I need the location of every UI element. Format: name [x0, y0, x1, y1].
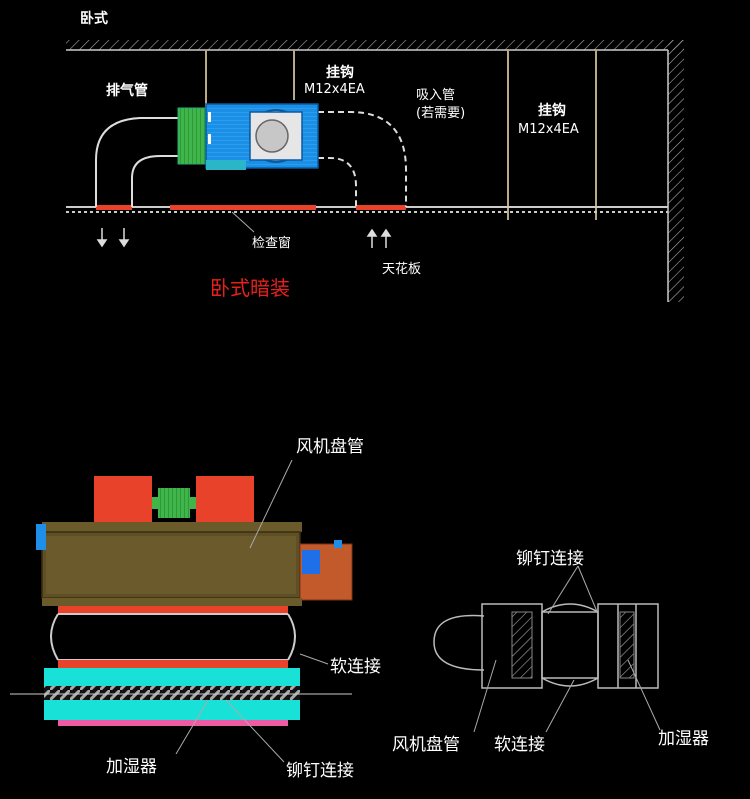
hanger-rods: [205, 50, 597, 220]
fan-coil-stack: [10, 476, 353, 726]
false-ceiling: [66, 205, 668, 213]
intake-duct: [318, 111, 407, 207]
top-leaders: [231, 211, 255, 233]
fan-coil-right-label: 风机盘管: [392, 735, 460, 755]
top-title: 卧式: [80, 11, 108, 27]
caption-label: 卧式暗装: [210, 276, 290, 300]
roof-slab: [66, 40, 684, 51]
right-wall: [667, 40, 684, 302]
fan-coil-top-label: 风机盘管: [296, 437, 364, 457]
bottom-left-leaders: [175, 459, 329, 763]
inspection-window-label: 检查窗: [252, 236, 292, 251]
hook-right-spec: M12x4EA: [518, 122, 579, 137]
ceiling-label: 天花板: [382, 262, 422, 277]
hook-left-title: 挂钩: [326, 65, 354, 81]
exhaust-pipe-label: 排气管: [106, 83, 148, 99]
exhaust-duct: [95, 117, 178, 207]
airflow-arrows: [96, 228, 392, 248]
rivet-right-label: 铆钉连接: [516, 549, 584, 569]
hook-right-title: 挂钩: [538, 103, 566, 119]
hook-left-spec: M12x4EA: [304, 82, 365, 97]
humidifier-left-label: 加湿器: [106, 757, 157, 777]
intake-note: (若需要): [416, 106, 466, 121]
rivet-left-label: 铆钉连接: [286, 761, 354, 781]
fan-coil-unit: [177, 103, 319, 170]
hatched-inserts: [511, 611, 635, 679]
humidifier-right-label: 加湿器: [658, 729, 709, 749]
intake-pipe-label: 吸入管: [416, 88, 456, 103]
bottom-right-leaders: [473, 565, 661, 733]
soft-conn-right-label: 软连接: [494, 735, 545, 755]
soft-conn-left-label: 软连接: [330, 657, 381, 677]
side-assembly: [433, 603, 659, 689]
